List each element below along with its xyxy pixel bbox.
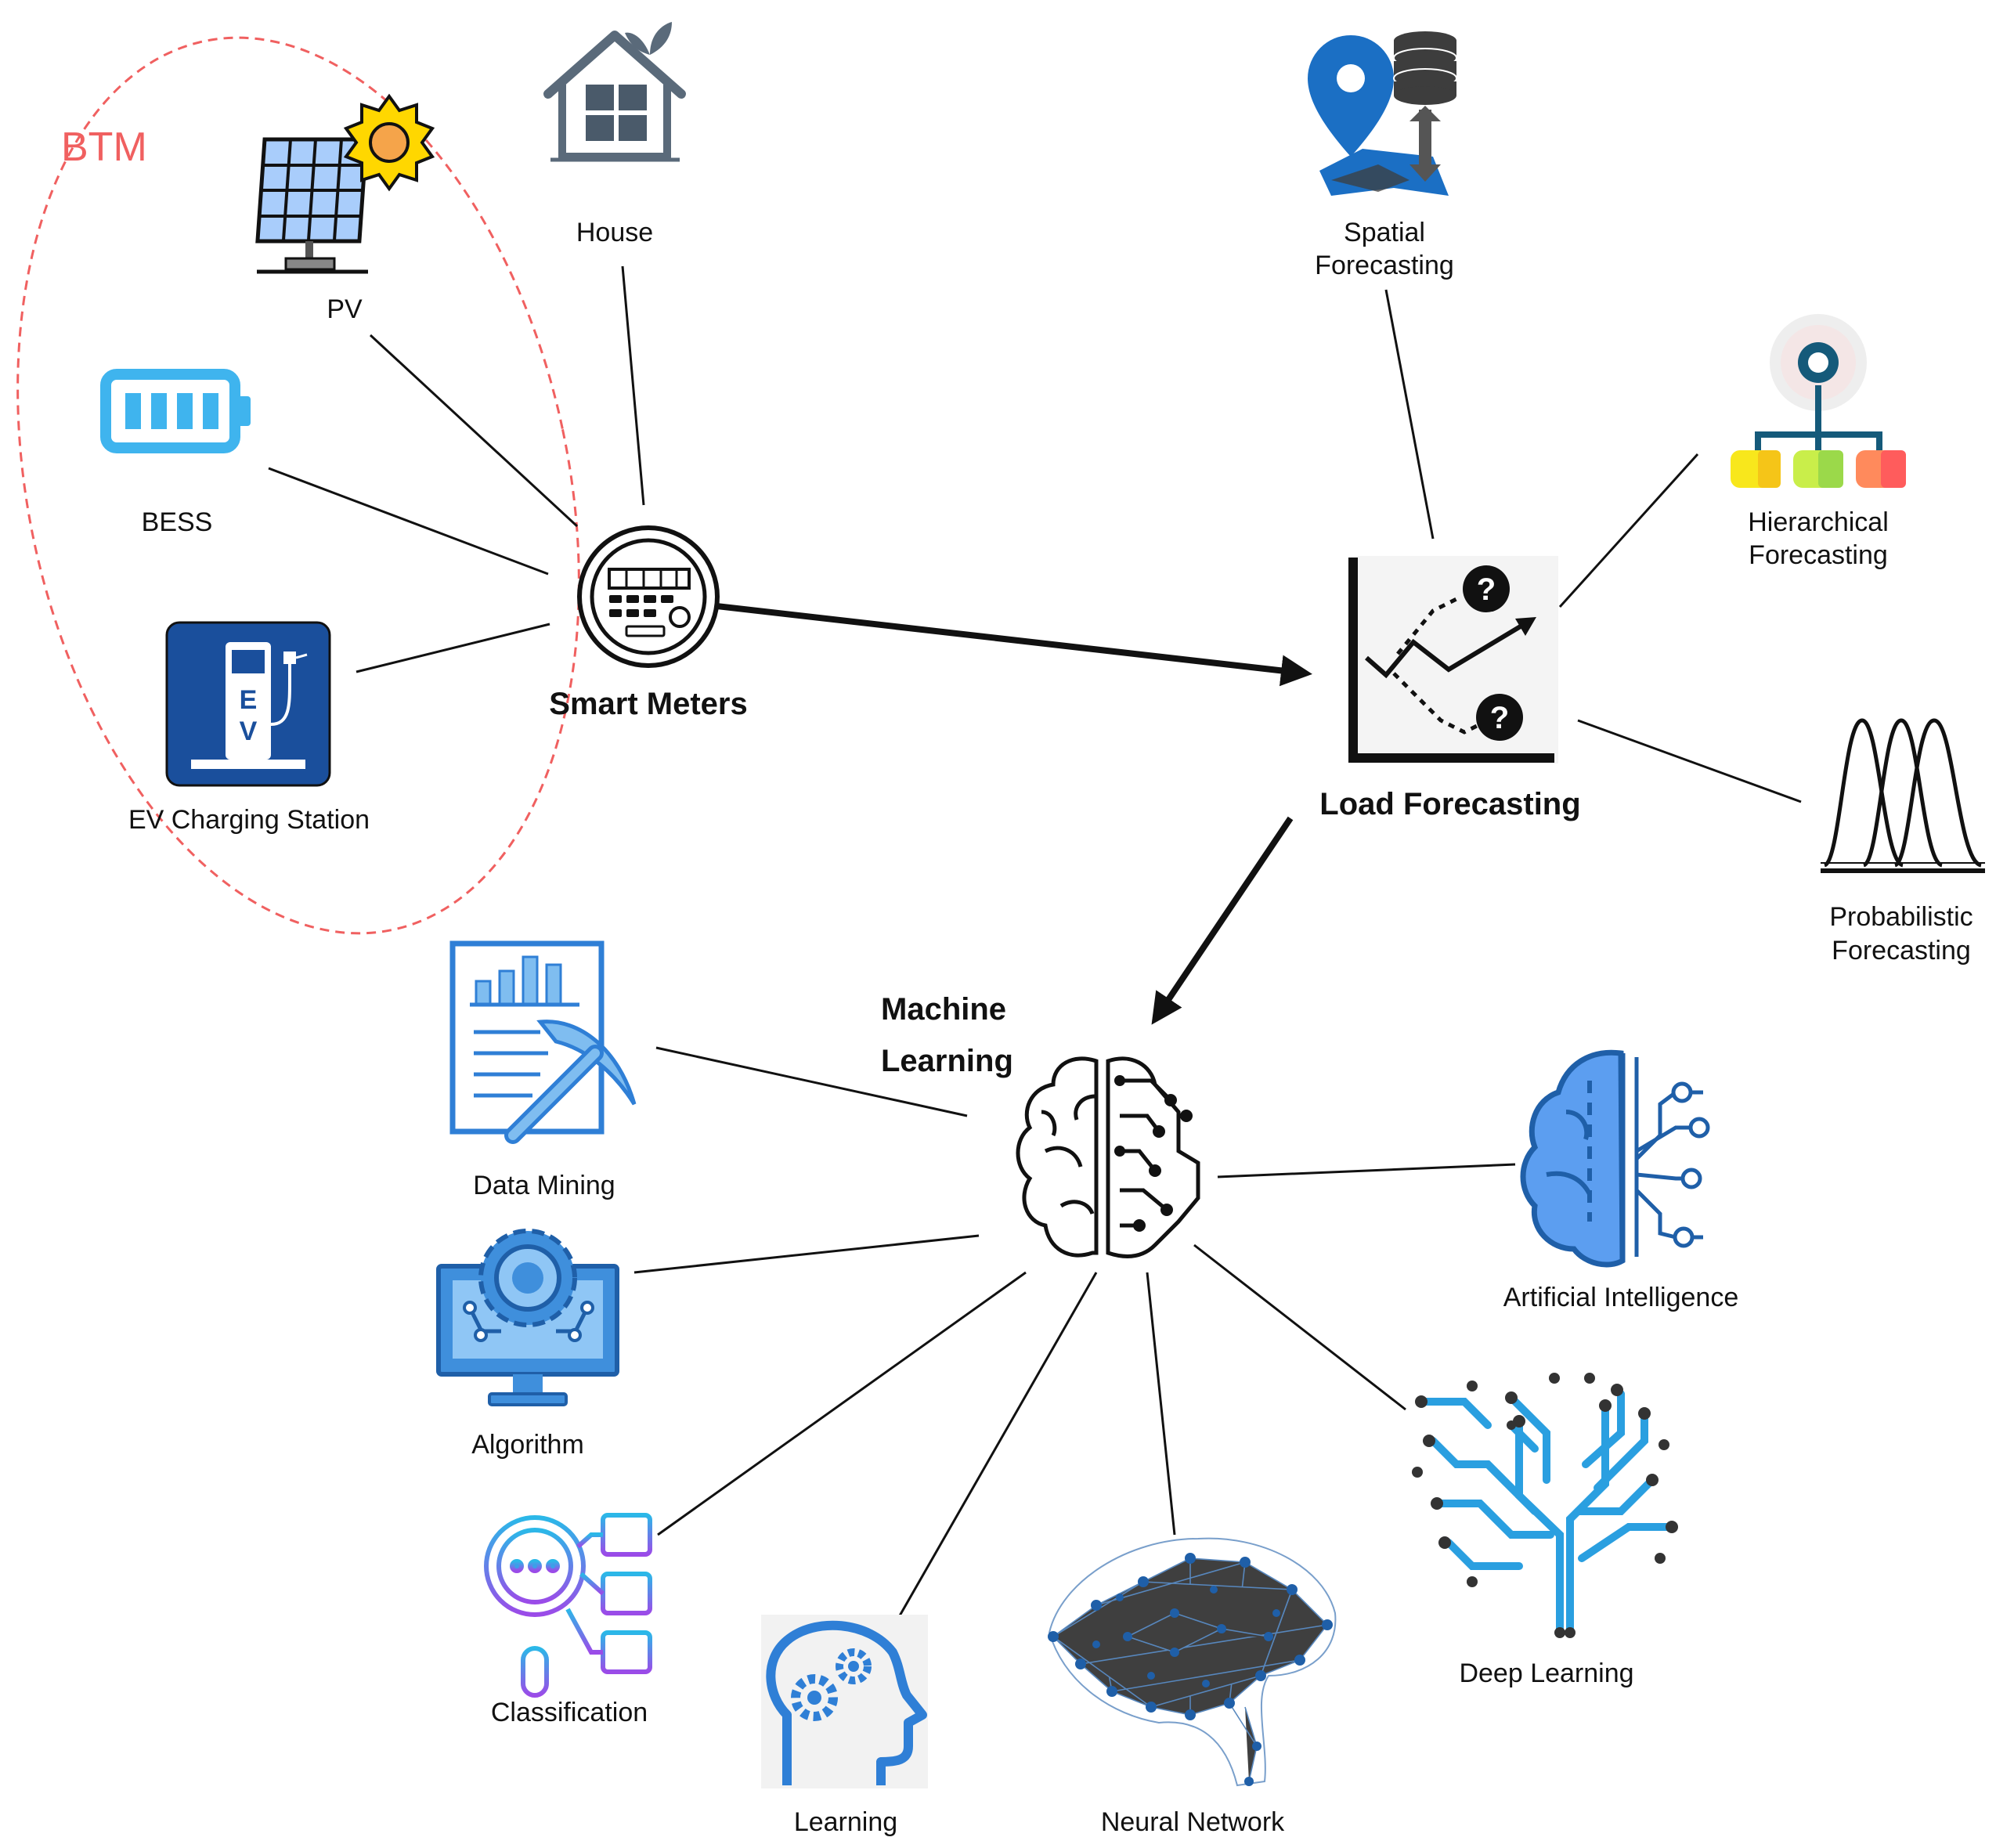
probabilistic-label-line2: Forecasting [1832,936,1971,966]
data-mining-label: Data Mining [473,1171,615,1200]
learning-label: Learning [794,1807,897,1837]
map-pin-database-icon [1308,31,1457,196]
house-icon [543,22,686,162]
hierarchical-label-line1: Hierarchical [1748,507,1889,537]
edge-ml-learning [897,1272,1098,1618]
svg-text:E: E [240,685,258,715]
node-data-mining[interactable]: Data Mining [449,940,637,1200]
spatial-label-line1: Spatial [1344,218,1425,247]
network-edges [1052,1557,1329,1782]
circuit-brain-blue-icon [1421,1390,1672,1637]
node-bess[interactable]: BESS [100,369,251,537]
algorithm-label: Algorithm [471,1430,584,1460]
node-neural-network[interactable]: Neural Network [1048,1537,1337,1837]
ml-label-line2: Learning [881,1044,1013,1078]
edge-spatial-load [1384,289,1435,540]
probabilistic-label-line1: Probabilistic [1829,902,1973,932]
magnifier-list-icon [484,1513,652,1698]
edge-house-meter [621,265,645,506]
edge-ev-meter [356,623,550,673]
edge-ml-neural [1146,1272,1176,1536]
solar-panel-sun-icon [255,93,435,274]
node-classification[interactable]: Classification [484,1513,652,1727]
arrow-load-ml [1151,816,1294,1025]
ml-label-line1: Machine [881,992,1006,1027]
btm-group: BTM [16,36,580,935]
ai-brain-icon [1520,1049,1710,1268]
btm-label: BTM [61,125,147,170]
node-artificial-intelligence[interactable]: Artificial Intelligence [1503,1049,1738,1312]
smart-meters-label: Smart Meters [549,687,747,721]
report-pickaxe-icon [449,940,637,1144]
network-nodes [1048,1553,1333,1786]
node-learning[interactable]: Learning [761,1615,928,1837]
btm-boundary [16,36,580,935]
deep-learning-label: Deep Learning [1459,1659,1633,1688]
head-gears-icon [761,1615,928,1788]
deep-learning-dots [1412,1373,1678,1638]
neural-network-label: Neural Network [1101,1807,1285,1837]
node-pv[interactable]: PV [255,93,435,324]
hierarchical-label-line2: Forecasting [1749,540,1888,570]
circuit-brain-icon [1016,1056,1200,1258]
node-machine-learning[interactable]: Machine Learning [881,992,1200,1258]
spatial-label-line2: Forecasting [1315,251,1454,280]
node-probabilistic[interactable]: Probabilistic Forecasting [1821,718,1985,966]
ai-label: Artificial Intelligence [1503,1283,1738,1312]
node-hierarchical[interactable]: Hierarchical Forecasting [1731,314,1906,570]
edge-ml-deep [1193,1243,1406,1411]
load-forecasting-label: Load Forecasting [1319,787,1580,821]
node-load-forecasting[interactable]: ? ? Load Forecasting [1319,556,1581,821]
classification-label: Classification [491,1698,648,1727]
node-ev[interactable]: E V EV Charging Station [128,621,370,835]
edge-ml-classification [657,1271,1027,1536]
node-smart-meters[interactable]: Smart Meters [549,525,748,721]
svg-text:?: ? [1477,572,1496,607]
monitor-gear-icon [436,1229,619,1406]
smart-meter-icon [577,525,720,668]
node-algorithm[interactable]: Algorithm [436,1229,619,1460]
node-deep-learning[interactable]: Deep Learning [1412,1373,1678,1688]
node-house[interactable]: House [543,22,686,247]
house-label: House [576,218,653,247]
edge-pv-meter [369,334,579,528]
edge-hier-load [1558,453,1699,608]
gaussian-curves-icon [1821,718,1985,873]
arrow-meter-load [688,600,1312,687]
network-brain-icon [1048,1537,1337,1787]
node-spatial[interactable]: Spatial Forecasting [1308,31,1457,280]
battery-icon [100,369,251,453]
circuit-brain-nodes [1114,1075,1193,1232]
ev-charger-icon: E V [165,621,331,787]
forecast-chart-icon: ? ? [1348,556,1558,763]
edge-bess-meter [268,467,549,576]
edge-ml-datamining [655,1046,968,1117]
gear-hierarchy-icon [1731,314,1906,488]
edges [268,265,1802,1618]
bess-label: BESS [142,507,213,537]
svg-text:?: ? [1490,701,1509,735]
edge-ml-algorithm [633,1234,980,1274]
ev-label: EV Charging Station [128,805,370,835]
svg-text:V: V [240,716,258,746]
pv-label: PV [327,294,363,324]
edge-ml-ai [1217,1163,1516,1178]
edge-prob-load [1577,719,1802,803]
